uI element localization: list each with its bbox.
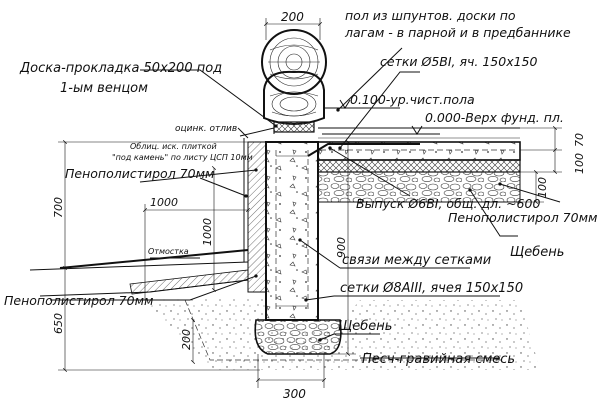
gravel-right-label: Щебень — [510, 245, 564, 260]
dim-900: 900 — [320, 139, 356, 357]
ties-label: связи между сетками — [342, 253, 491, 268]
dim-1000-v-text: 1000 — [201, 218, 214, 246]
drip-label: оцинк. отлив — [175, 124, 237, 134]
floor-note-line1: пол из шпунтов. доски по — [345, 8, 516, 23]
leader-lines — [50, 47, 561, 359]
foam-right-label: Пенополистирол 70мм — [448, 210, 597, 225]
dim-200-text: 200 — [180, 329, 193, 350]
floor-note-line2: лагам - в парной и в предбаннике — [344, 25, 571, 40]
blind-area — [29, 249, 249, 297]
dim-left: 700 650 — [52, 139, 260, 373]
foundation-wall — [239, 127, 319, 321]
dim-700-text: 700 — [52, 197, 65, 218]
sand-gravel-label: Песч-гравийная смесь — [362, 352, 515, 367]
board-note-line2: 1-ым венцом — [60, 81, 148, 96]
dim-900-text: 900 — [335, 237, 348, 258]
foam-left-bottom-label: Пенополистирол 70мм — [4, 293, 153, 308]
dim-right: 70 100 100 — [520, 125, 586, 205]
dim-beam-width: 200 — [263, 10, 323, 40]
gravel-bottom-label: Щебень — [338, 319, 392, 334]
dim-650-text: 650 — [52, 313, 65, 334]
dim-beam-width-text: 200 — [281, 10, 304, 24]
outlet-label: Выпуск Ø6ВI, общ. дл. ~600 — [356, 196, 540, 211]
annotations: пол из шпунтов. доски по лагам - в парно… — [4, 8, 597, 367]
dim-300-text: 300 — [283, 387, 306, 401]
board-note-line1: Доска-прокладка 50х200 под — [19, 61, 222, 76]
level-foundation-label: 0.000-Верх фунд. пл. — [425, 110, 564, 125]
dim-300: 300 — [255, 354, 327, 401]
dim-100-side-text: 100 — [536, 177, 549, 198]
dim-200: 200 — [180, 317, 196, 365]
mesh-top-label: сетки Ø5ВI, яч. 150х150 — [380, 54, 538, 69]
cladding-line2: "под камень" по листу ЦСП 10мм — [112, 153, 253, 162]
mesh-wall-label: сетки Ø8АIII, ячея 150х150 — [340, 281, 523, 296]
dim-100-top-text: 100 — [573, 153, 586, 174]
level-floor-label: 0.100-ур.чист.пола — [350, 92, 475, 107]
floor-slab — [307, 127, 521, 203]
dim-1000-vertical: 1000 — [201, 165, 217, 293]
dim-1000-h-text: 1000 — [150, 196, 178, 209]
log-wall — [261, 29, 327, 133]
cladding-line1: Облиц. иск. плиткой — [130, 142, 217, 151]
dim-1000-horizontal: 1000 — [142, 196, 251, 300]
blind-area-label: Отмостка — [148, 247, 189, 256]
foam-left-top-label: Пенополистирол 70мм — [65, 166, 214, 181]
level-lines — [322, 99, 440, 135]
dim-70-text: 70 — [573, 133, 586, 147]
